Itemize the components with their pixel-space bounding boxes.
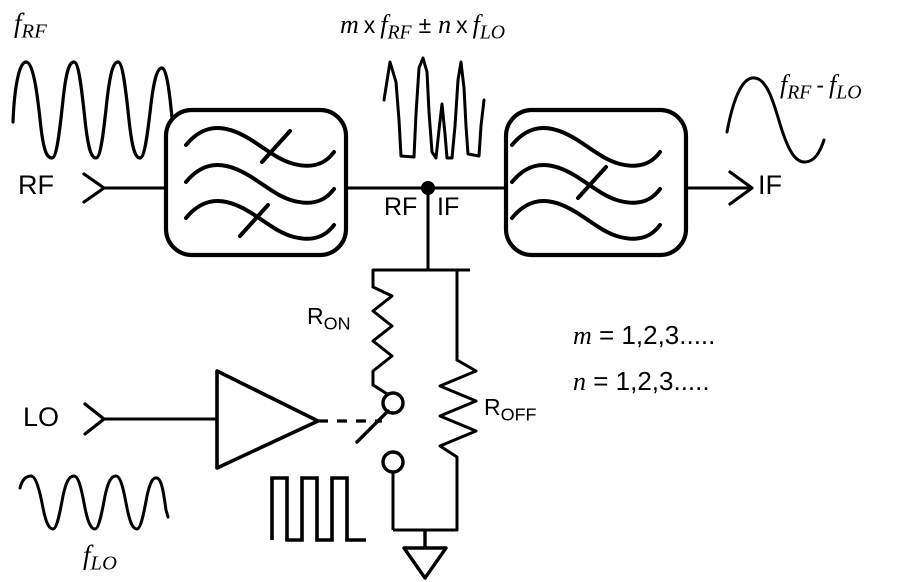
switch-blade <box>355 409 390 444</box>
rf-input-arrow <box>82 172 106 204</box>
out-f1-sub: RF <box>787 81 812 104</box>
right-filter-block <box>503 107 689 258</box>
if-port-label: IF <box>758 170 782 200</box>
lo-port-label: LO <box>23 402 60 432</box>
formula-m: m <box>340 10 359 39</box>
formula-times-1: x <box>363 12 376 38</box>
rf-freq-sub: RF <box>21 20 47 43</box>
resistor-on <box>371 268 394 387</box>
filter2-wave-2 <box>510 163 662 205</box>
rf-port-label: RF <box>18 170 54 200</box>
formula-plusminus: ± <box>418 12 432 38</box>
roff-sub: OFF <box>500 404 537 425</box>
formula-f1-sub: RF <box>387 21 412 44</box>
lo-input-sine-waveform <box>18 474 170 531</box>
filter2-wave-1 <box>510 126 662 168</box>
output-frequency-label: fRF-fLO <box>780 72 861 103</box>
n-variable: n <box>573 367 586 396</box>
n-values-annotation: n = 1,2,3..... <box>573 368 710 395</box>
filter2-wave-3 <box>510 199 662 241</box>
intermodulation-waveform <box>382 56 486 160</box>
if-output-sine-waveform <box>725 76 826 164</box>
formula-n: n <box>438 10 452 39</box>
formula-f1: f <box>380 10 388 39</box>
formula-times-2: x <box>456 12 468 38</box>
resistor-off <box>438 268 478 532</box>
formula-f2: f <box>472 10 480 39</box>
m-equation: = 1,2,3..... <box>599 320 716 350</box>
out-minus: - <box>816 72 824 98</box>
if-output-arrow <box>728 170 754 206</box>
lo-freq-sub: LO <box>90 552 118 575</box>
resistor-on-label: RON <box>307 305 351 333</box>
filter2-wave-2-slash <box>576 165 608 200</box>
filter-wave-2 <box>184 163 336 205</box>
filter-wave-1-slash <box>260 129 292 164</box>
switch-terminal-upper <box>381 391 405 415</box>
lo-amplifier <box>215 369 320 470</box>
rf-frequency-label: fRF <box>14 10 47 42</box>
lo-square-waveform <box>270 476 366 542</box>
ground-symbol <box>402 530 448 580</box>
out-f1: f <box>780 70 788 99</box>
n-equation: = 1,2,3..... <box>593 366 710 396</box>
m-variable: m <box>573 321 592 350</box>
rf-freq-base: f <box>14 8 22 38</box>
filter-wave-3-slash <box>238 203 270 238</box>
lo-freq-base: f <box>83 540 91 570</box>
spdt-switch[interactable] <box>355 391 405 474</box>
ron-sub: ON <box>323 313 351 334</box>
lo-input-arrow <box>83 402 106 436</box>
left-filter-block <box>163 107 349 258</box>
roff-base: R <box>484 394 501 420</box>
node-rf-label: RF <box>384 193 418 221</box>
out-f2-sub: LO <box>836 81 862 104</box>
switch-terminal-lower <box>381 450 405 474</box>
filter-wave-3 <box>184 199 336 241</box>
node-if-label: IF <box>437 193 460 221</box>
resistor-off-label: ROFF <box>484 396 537 424</box>
lo-frequency-label: fLO <box>83 542 117 574</box>
filter-wave-1 <box>184 126 336 168</box>
m-values-annotation: m = 1,2,3..... <box>573 322 715 349</box>
rf-input-sine-waveform <box>11 60 174 160</box>
ron-base: R <box>307 303 324 329</box>
formula-f2-sub: LO <box>479 21 506 44</box>
out-f2: f <box>829 70 837 99</box>
